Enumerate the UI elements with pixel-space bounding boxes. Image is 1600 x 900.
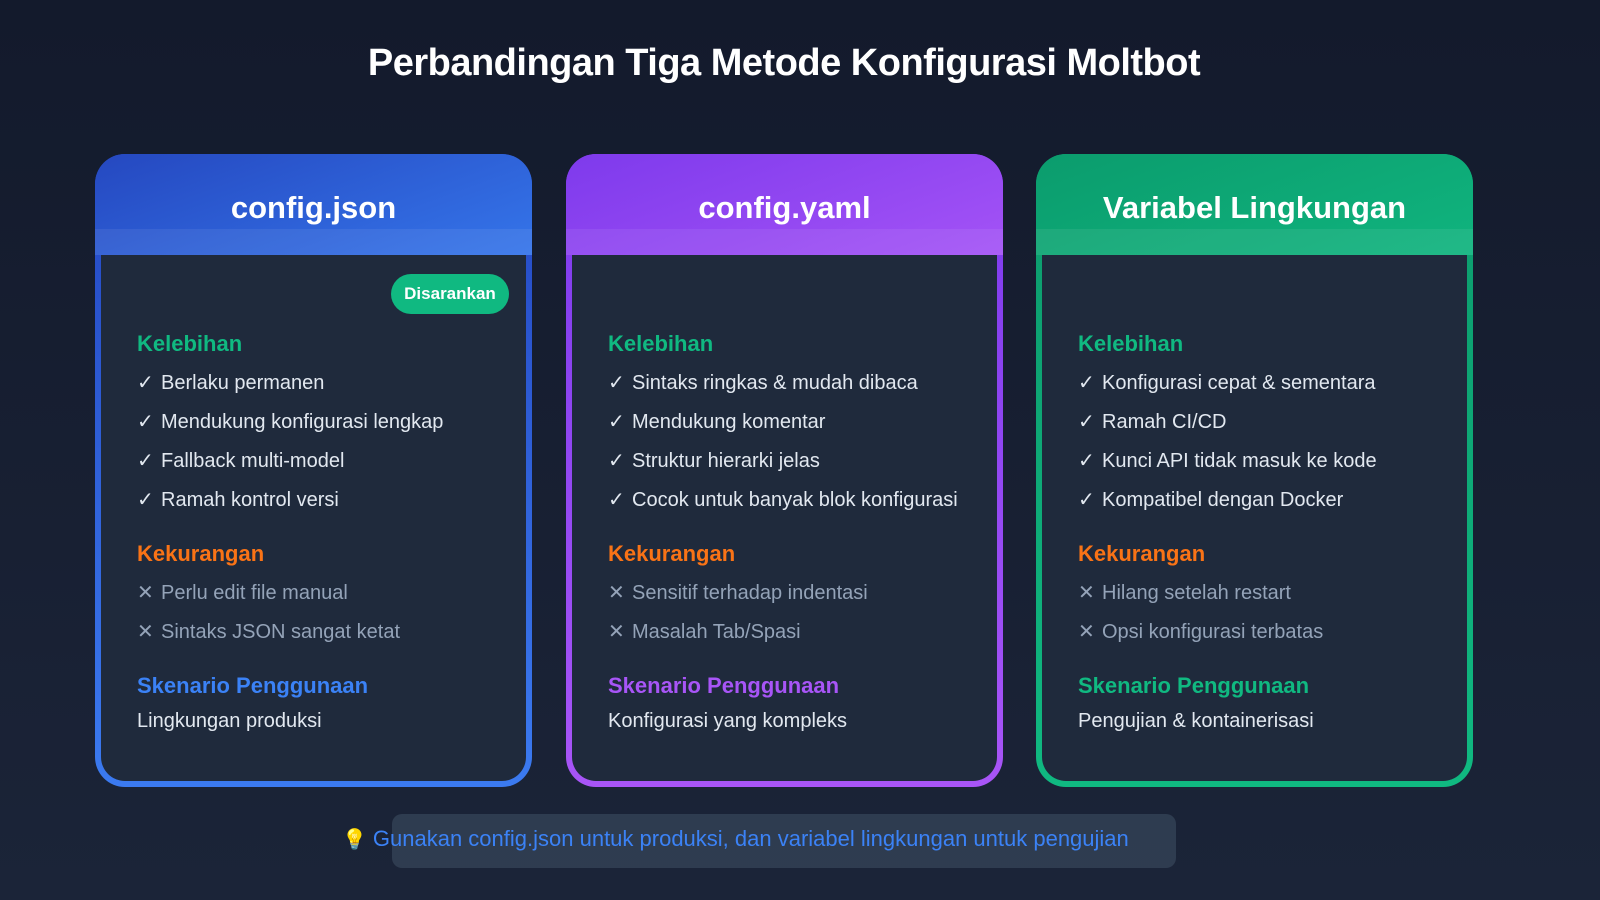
con-item: ✕Sintaks JSON sangat ketat xyxy=(137,613,526,652)
card-title: Variabel Lingkungan xyxy=(1102,190,1407,225)
card-header: Variabel Lingkungan xyxy=(1036,154,1473,255)
check-icon: ✓ xyxy=(608,489,625,511)
check-icon: ✓ xyxy=(1078,372,1095,394)
check-icon: ✓ xyxy=(1078,489,1095,511)
con-item: ✕Perlu edit file manual xyxy=(137,574,526,613)
footer-tip: 💡Gunakan config.json untuk produksi, dan… xyxy=(0,814,1600,868)
pros-heading: Kelebihan xyxy=(137,331,243,356)
pro-item: ✓Cocok untuk banyak blok konfigurasi xyxy=(608,481,997,520)
usecase-heading: Skenario Penggunaan xyxy=(137,673,369,698)
usecase-text: Lingkungan produksi xyxy=(137,710,322,732)
page-title: Perbandingan Tiga Metode Konfigurasi Mol… xyxy=(367,42,1201,84)
card-body: Kelebihan ✓Konfigurasi cepat & sementara… xyxy=(1042,255,1467,781)
check-icon: ✓ xyxy=(608,411,625,433)
pro-item: ✓Kunci API tidak masuk ke kode xyxy=(1078,442,1467,481)
pro-item: ✓Sintaks ringkas & mudah dibaca xyxy=(608,364,997,403)
tip-background xyxy=(392,814,1176,868)
con-item: ✕Sensitif terhadap indentasi xyxy=(608,574,997,613)
check-icon: ✓ xyxy=(137,411,154,433)
recommended-badge: Disarankan xyxy=(391,274,509,314)
card-body: Disarankan Kelebihan ✓Berlaku permanen ✓… xyxy=(101,255,526,781)
cons-heading: Kekurangan xyxy=(608,541,736,566)
pros-heading: Kelebihan xyxy=(1078,331,1184,356)
check-icon: ✓ xyxy=(1078,411,1095,433)
pro-item: ✓Struktur hierarki jelas xyxy=(608,442,997,481)
pro-item: ✓Berlaku permanen xyxy=(137,364,526,403)
pros-heading: Kelebihan xyxy=(608,331,714,356)
cons-heading: Kekurangan xyxy=(1078,541,1206,566)
cons-heading: Kekurangan xyxy=(137,541,265,566)
pro-item: ✓Ramah CI/CD xyxy=(1078,403,1467,442)
pro-item: ✓Kompatibel dengan Docker xyxy=(1078,481,1467,520)
card-config-json: config.json Disarankan Kelebihan ✓Berlak… xyxy=(95,154,532,787)
usecase-text: Konfigurasi yang kompleks xyxy=(608,710,848,732)
check-icon: ✓ xyxy=(137,372,154,394)
cross-icon: ✕ xyxy=(608,582,625,604)
check-icon: ✓ xyxy=(608,450,625,472)
card-title: config.yaml xyxy=(698,190,871,225)
usecase-text: Pengujian & kontainerisasi xyxy=(1078,710,1314,732)
usecase-heading: Skenario Penggunaan xyxy=(1078,673,1310,698)
pro-item: ✓Mendukung konfigurasi lengkap xyxy=(137,403,526,442)
card-header: config.yaml xyxy=(566,154,1003,255)
lightbulb-icon: 💡 xyxy=(342,829,367,851)
card-body: Kelebihan ✓Sintaks ringkas & mudah dibac… xyxy=(572,255,997,781)
card-config-yaml: config.yaml Kelebihan ✓Sintaks ringkas &… xyxy=(566,154,1003,787)
cross-icon: ✕ xyxy=(137,582,154,604)
pro-item: ✓Mendukung komentar xyxy=(608,403,997,442)
pro-item: ✓Fallback multi-model xyxy=(137,442,526,481)
cross-icon: ✕ xyxy=(608,621,625,643)
cross-icon: ✕ xyxy=(137,621,154,643)
con-item: ✕Opsi konfigurasi terbatas xyxy=(1078,613,1467,652)
pro-item: ✓Ramah kontrol versi xyxy=(137,481,526,520)
card-env-variables: Variabel Lingkungan Kelebihan ✓Konfigura… xyxy=(1036,154,1473,787)
check-icon: ✓ xyxy=(608,372,625,394)
card-header: config.json xyxy=(95,154,532,255)
tip-text: 💡Gunakan config.json untuk produksi, dan… xyxy=(342,826,1129,851)
check-icon: ✓ xyxy=(137,450,154,472)
con-item: ✕Hilang setelah restart xyxy=(1078,574,1467,613)
con-item: ✕Masalah Tab/Spasi xyxy=(608,613,997,652)
cross-icon: ✕ xyxy=(1078,621,1095,643)
cross-icon: ✕ xyxy=(1078,582,1095,604)
check-icon: ✓ xyxy=(1078,450,1095,472)
check-icon: ✓ xyxy=(137,489,154,511)
pro-item: ✓Konfigurasi cepat & sementara xyxy=(1078,364,1467,403)
card-title: config.json xyxy=(230,190,397,225)
usecase-heading: Skenario Penggunaan xyxy=(608,673,840,698)
